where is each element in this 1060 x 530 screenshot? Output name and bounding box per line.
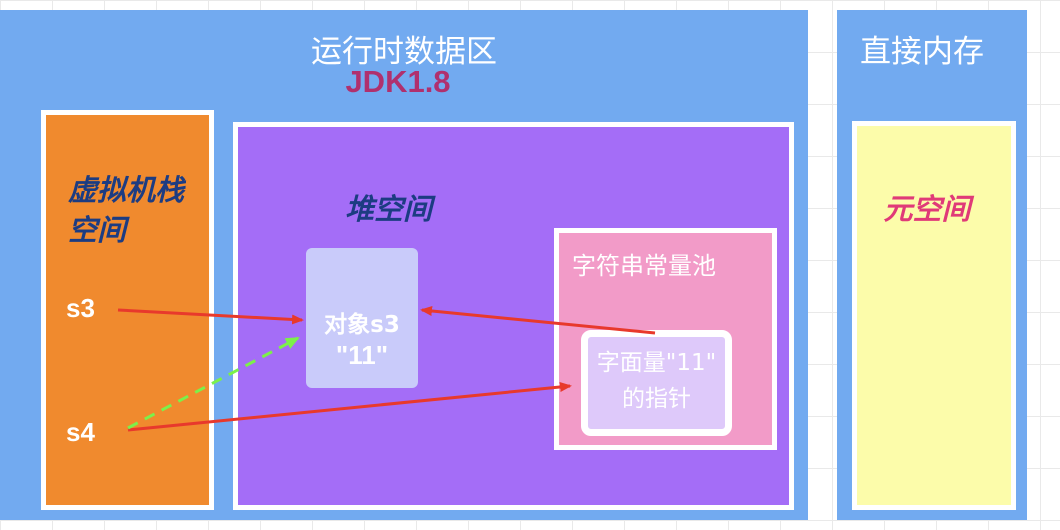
arrow-s4-to-object-dashed [127,336,300,430]
metaspace-title: 元空间 [883,192,971,226]
runtime-area-title: 运行时数据区 [311,34,497,70]
heap-object-name: 对象s3 [324,312,400,338]
heap-object-box [306,248,418,388]
direct-memory-title: 直接内存 [860,34,984,70]
vm-stack-title: 虚拟机栈空间 [68,173,185,247]
arrow-s3-to-object [117,308,304,325]
literal-pointer-box [581,330,732,436]
metaspace-box [852,121,1016,510]
stack-variable-s3: s3 [66,293,95,323]
literal-pointer-line1: 字面量"11" [596,350,717,376]
heap-title: 堆空间 [345,192,433,226]
jdk-version-label: JDK1.8 [345,64,451,99]
arrow-s4-to-literal [127,382,572,432]
string-pool-title: 字符串常量池 [572,252,716,280]
arrow-pool-to-object [420,306,656,335]
heap-object-value: "11" [335,340,389,370]
literal-pointer-line2: 的指针 [622,386,691,412]
stack-variable-s4: s4 [66,417,95,447]
